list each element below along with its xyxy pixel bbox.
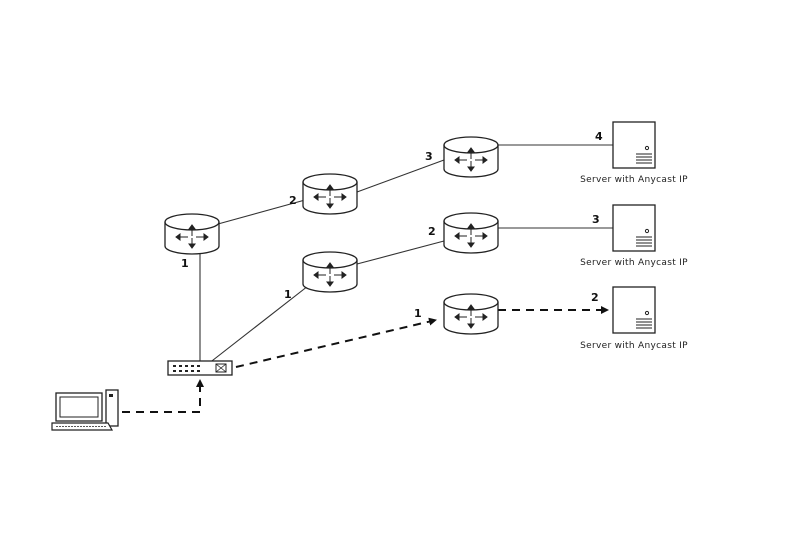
server-label-mid: Server with Anycast IP [580,258,688,268]
hop-label-router-a: 1 [181,257,189,270]
hop-label-router-d: 1 [284,288,292,301]
switch-icon [167,360,233,376]
router-icon [302,173,358,215]
server-icon [612,121,656,169]
hop-label-router-b: 2 [289,194,297,207]
link-router-a-router-b [217,199,306,225]
router-f [443,293,499,335]
dashed-link-client-switch [122,379,204,413]
server-mid [612,204,656,252]
hop-label-server-top: 4 [595,130,603,143]
router-icon [443,136,499,178]
client-computer [51,389,119,431]
link-router-b-router-c [356,159,445,193]
router-icon [443,293,499,335]
switch [167,360,233,376]
router-icon [443,212,499,254]
link-router-d-router-e [356,240,445,265]
server-top [612,121,656,169]
dashed-anycast-path [122,306,609,413]
dashed-link-switch-router-f [235,317,437,368]
hop-label-router-c: 3 [425,150,433,163]
router-c [443,136,499,178]
router-icon [164,213,220,255]
hop-label-router-f: 1 [414,307,422,320]
router-a [164,213,220,255]
server-icon [612,286,656,334]
server-bot [612,286,656,334]
router-e [443,212,499,254]
server-icon [612,204,656,252]
router-b [302,173,358,215]
server-label-bot: Server with Anycast IP [580,341,688,351]
hop-label-server-mid: 3 [592,213,600,226]
hop-label-router-e: 2 [428,225,436,238]
link-switch-router-d [207,285,309,365]
server-label-top: Server with Anycast IP [580,175,688,185]
desktop-computer-icon [51,389,119,431]
solid-links [199,144,614,365]
hop-label-server-bot: 2 [591,291,599,304]
router-d [302,251,358,293]
router-icon [302,251,358,293]
